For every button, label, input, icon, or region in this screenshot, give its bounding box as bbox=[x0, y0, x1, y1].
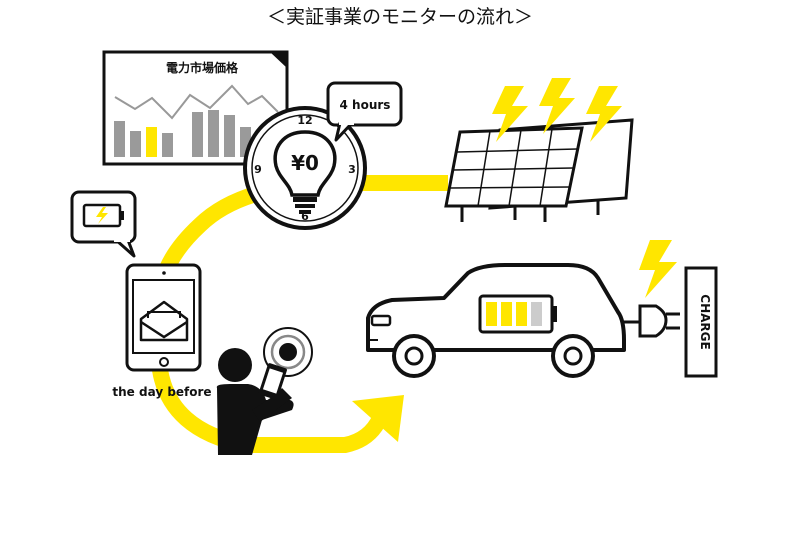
market-price-bars bbox=[114, 110, 251, 157]
page-title: ＜実証事業のモニターの流れ＞ bbox=[266, 6, 533, 28]
person-silhouette bbox=[216, 348, 294, 455]
price-bar bbox=[114, 121, 125, 157]
electric-car bbox=[366, 263, 626, 378]
phone-caption: the day before bbox=[112, 385, 211, 399]
car-battery-icon bbox=[478, 294, 557, 334]
solar-panels bbox=[444, 118, 634, 222]
duration-text: 4 hours bbox=[340, 98, 391, 112]
envelope-icon bbox=[139, 300, 189, 342]
clock-3: 3 bbox=[348, 163, 356, 176]
price-bar bbox=[146, 127, 157, 157]
charge-station bbox=[684, 266, 718, 378]
market-price-label: 電力市場価格 bbox=[166, 60, 239, 75]
price-bar bbox=[208, 110, 219, 157]
lightbulb-icon bbox=[273, 130, 337, 214]
lightning-icon bbox=[639, 240, 677, 298]
flow-arrowhead bbox=[352, 395, 404, 442]
price-bar bbox=[224, 115, 235, 157]
smartphone-icon bbox=[258, 363, 287, 400]
price-bar bbox=[162, 133, 173, 157]
price-bar bbox=[130, 131, 141, 157]
tablet bbox=[125, 263, 202, 372]
clock-price: ¥0 bbox=[291, 151, 319, 175]
clock-6: 6 bbox=[301, 210, 309, 223]
market-price-line bbox=[114, 84, 279, 120]
lightning-icon bbox=[492, 78, 622, 142]
clock-9: 9 bbox=[254, 163, 262, 176]
price-bar bbox=[192, 112, 203, 157]
duration-bubble: 4 hours bbox=[326, 81, 403, 142]
charging-plug bbox=[624, 304, 680, 338]
touch-ripple-icon bbox=[263, 327, 313, 377]
battery-icon bbox=[82, 203, 124, 228]
price-bar bbox=[240, 127, 251, 157]
market-price-panel: 電力市場価格 bbox=[102, 50, 289, 166]
charge-label: CHARGE bbox=[698, 294, 712, 349]
clock-12: 12 bbox=[297, 114, 312, 127]
battery-bubble bbox=[70, 190, 137, 258]
